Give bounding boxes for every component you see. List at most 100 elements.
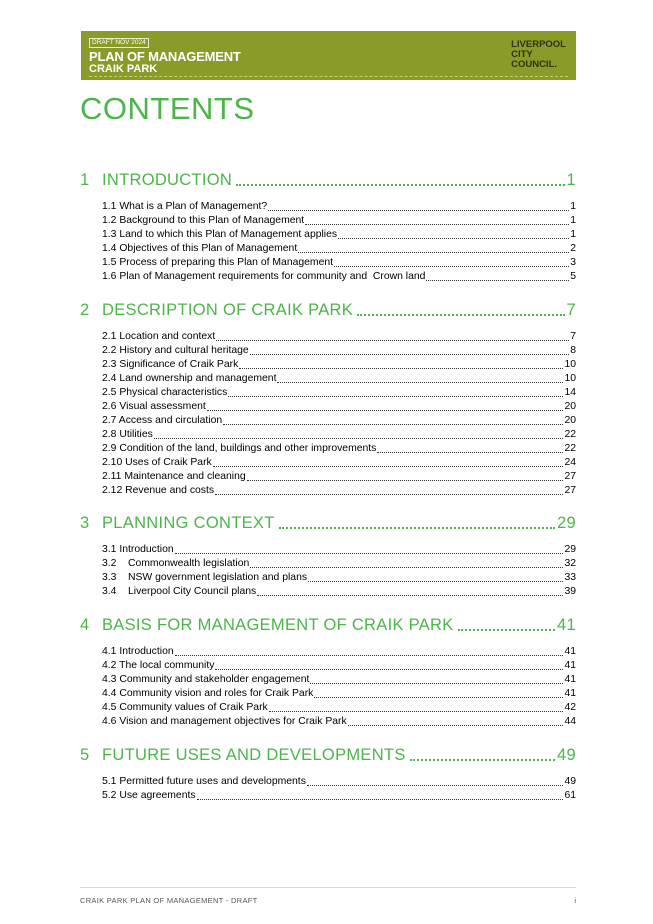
toc-leader-dots <box>239 368 564 369</box>
toc-entry-page: 41 <box>564 660 576 671</box>
toc-entry[interactable]: 1.4 Objectives of this Plan of Managemen… <box>102 242 576 256</box>
toc-entry[interactable]: 5.2 Use agreements 61 <box>102 789 576 803</box>
toc-entry-page: 5 <box>570 271 576 282</box>
council-logo: LIVERPOOL CITY COUNCIL. <box>511 39 566 70</box>
toc-entry-label: 3.4 Liverpool City Council plans <box>102 586 257 597</box>
doc-subtitle: CRAIK PARK <box>89 63 158 75</box>
toc-entry-label: 1.4 Objectives of this Plan of Managemen… <box>102 243 298 254</box>
toc-leader-dots <box>305 224 570 225</box>
toc-leader-dots <box>308 581 564 582</box>
toc-leader-dots <box>174 553 564 554</box>
footer-page-number: i <box>574 896 576 905</box>
toc-entry[interactable]: 1.5 Process of preparing this Plan of Ma… <box>102 256 576 270</box>
toc-entry-page: 1 <box>570 215 576 226</box>
toc-section-number: 1 <box>80 171 90 189</box>
toc-entry-label: 2.7 Access and circulation <box>102 415 223 426</box>
toc-entry[interactable]: 3.3 NSW government legislation and plans… <box>102 571 576 585</box>
toc-entry-page: 44 <box>564 716 576 727</box>
toc-leader-dots <box>223 424 564 425</box>
toc-entry[interactable]: 2.1 Location and context 7 <box>102 330 576 344</box>
draft-badge: DRAFT NOV 2024 <box>89 38 149 48</box>
toc-entry-page: 27 <box>564 471 576 482</box>
toc-leader-dots <box>409 759 556 761</box>
toc-section-title: INTRODUCTION <box>102 171 233 189</box>
toc-entry-page: 22 <box>564 429 576 440</box>
toc-entry[interactable]: 1.1 What is a Plan of Management?1 <box>102 200 576 214</box>
toc-section-title: PLANNING CONTEXT <box>102 514 275 532</box>
toc-leader-dots <box>257 595 564 596</box>
doc-title: PLAN OF MANAGEMENT <box>89 49 241 64</box>
toc-entry[interactable]: 2.5 Physical characteristics 14 <box>102 386 576 400</box>
toc-leader-dots <box>347 725 564 726</box>
footer-text: CRAIK PARK PLAN OF MANAGEMENT - DRAFT <box>80 896 258 905</box>
toc-entry[interactable]: 4.6 Vision and management objectives for… <box>102 715 576 729</box>
toc-entry[interactable]: 1.3 Land to which this Plan of Managemen… <box>102 228 576 242</box>
toc-entry-page: 1 <box>570 229 576 240</box>
toc-entry-page: 61 <box>564 790 576 801</box>
toc-entry-page: 7 <box>570 331 576 342</box>
toc-entry-label: 5.1 Permitted future uses and developmen… <box>102 776 306 787</box>
toc-entry[interactable]: 2.2 History and cultural heritage 8 <box>102 344 576 358</box>
toc-leader-dots <box>338 238 570 239</box>
toc-leader-dots <box>426 280 570 281</box>
toc-entry-page: 2 <box>570 243 576 254</box>
toc-entry[interactable]: 4.4 Community vision and roles for Craik… <box>102 687 576 701</box>
toc-entry-label: 5.2 Use agreements <box>102 790 196 801</box>
toc-entry-label: 3.2 Commonwealth legislation <box>102 558 250 569</box>
toc-leader-dots <box>310 683 564 684</box>
toc-section-number: 2 <box>80 301 90 319</box>
banner-divider <box>89 76 568 77</box>
toc-entry-page: 20 <box>564 401 576 412</box>
toc-leader-dots <box>334 266 570 267</box>
toc-subentries: 2.1 Location and context 7 2.2 History and… <box>102 330 576 498</box>
toc-entry[interactable]: 4.3 Community and stakeholder engagement… <box>102 673 576 687</box>
toc-entry-label: 2.10 Uses of Craik Park <box>102 457 212 468</box>
header-banner: DRAFT NOV 2024 PLAN OF MANAGEMENT CRAIK … <box>81 31 576 80</box>
toc-entry-page: 10 <box>564 373 576 384</box>
toc-entry[interactable]: 1.6 Plan of Management requirements for … <box>102 270 576 284</box>
toc-entry-label: 2.2 History and cultural heritage <box>102 345 249 356</box>
toc-leader-dots <box>250 567 564 568</box>
toc-leader-dots <box>246 480 564 481</box>
toc-entry[interactable]: 1.2 Background to this Plan of Managemen… <box>102 214 576 228</box>
toc-entry-label: 2.5 Physical characteristics <box>102 387 228 398</box>
toc-entry[interactable]: 2.9 Condition of the land, buildings and… <box>102 442 576 456</box>
toc-entry-page: 20 <box>564 415 576 426</box>
toc-entry-label: 4.3 Community and stakeholder engagement <box>102 674 310 685</box>
toc-entry-page: 14 <box>564 387 576 398</box>
toc-entry-label: 1.2 Background to this Plan of Managemen… <box>102 215 305 226</box>
toc-section-page: 49 <box>557 746 576 764</box>
toc-entry-label: 4.5 Community values of Craik Park <box>102 702 268 713</box>
toc-entry-label: 3.1 Introduction <box>102 544 174 555</box>
toc-leader-dots <box>457 629 556 631</box>
toc-entry[interactable]: 2.7 Access and circulation 20 <box>102 414 576 428</box>
toc-entry[interactable]: 5.1 Permitted future uses and developmen… <box>102 775 576 789</box>
toc-entry-page: 8 <box>570 345 576 356</box>
toc-entry-label: 2.1 Location and context <box>102 331 216 342</box>
toc-entry-label: 4.1 Introduction <box>102 646 174 657</box>
